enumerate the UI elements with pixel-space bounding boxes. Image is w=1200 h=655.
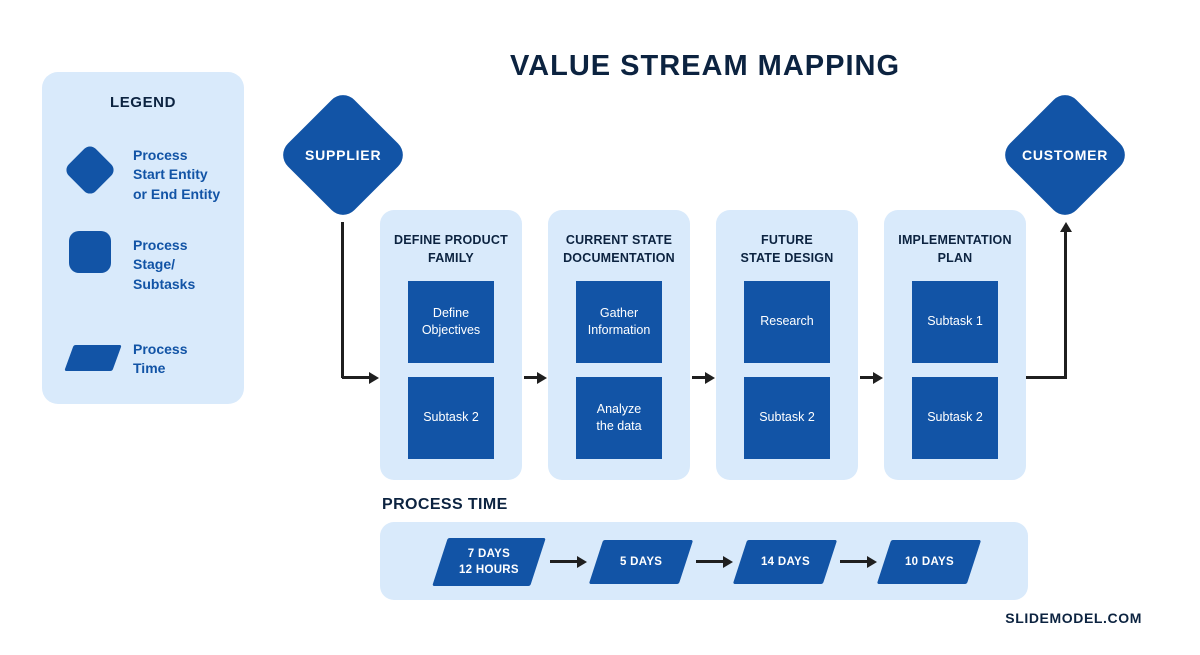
stage3-to-stage4-arrow	[860, 376, 874, 379]
subtask-box: Analyze the data	[576, 377, 662, 459]
parallelogram-icon	[64, 345, 122, 371]
duration1-to-duration2-arrow	[550, 560, 578, 563]
process-time-label: PROCESS TIME	[382, 496, 508, 513]
legend-item-start-end-label: Process Start Entity or End Entity	[133, 147, 221, 202]
stage2-to-stage3-arrow	[692, 376, 706, 379]
subtask-box: Define Objectives	[408, 281, 494, 363]
supplier-diamond: SUPPLIER	[276, 88, 410, 222]
stage-title: IMPLEMENTATION PLAN	[898, 233, 1012, 266]
stage4-connector-horizontal-line	[1026, 376, 1066, 379]
stage-column-future-state-design: FUTURE STATE DESIGN Research Subtask 2	[716, 210, 858, 480]
stage-column-define-product-family: DEFINE PRODUCT FAMILY Define Objectives …	[380, 210, 522, 480]
stage-title: DEFINE PRODUCT FAMILY	[394, 233, 508, 266]
stage-title: FUTURE STATE DESIGN	[740, 233, 834, 266]
duration-label: 14 DAYS	[760, 555, 810, 568]
supplier-label: SUPPLIER	[304, 146, 382, 163]
duration-label: 10 DAYS	[904, 555, 954, 568]
legend-item-time-label: Process Time	[133, 341, 188, 377]
legend-title: LEGEND	[109, 94, 177, 111]
stage-column-current-state-documentation: CURRENT STATE DOCUMENTATION Gather Infor…	[548, 210, 690, 480]
duration3-to-duration4-arrow	[840, 560, 868, 563]
legend-panel: LEGEND Process Start Entity or End Entit…	[42, 72, 244, 404]
legend-item-stage-label: Process Stage/ Subtasks	[133, 237, 196, 292]
duration-label: 5 DAYS	[619, 555, 663, 568]
stage-column-implementation-plan: IMPLEMENTATION PLAN Subtask 1 Subtask 2	[884, 210, 1026, 480]
page-title: VALUE STREAM MAPPING	[509, 50, 901, 82]
supplier-connector-vertical-line	[341, 222, 344, 378]
duration-parallelogram: 7 DAYS 12 HOURS	[432, 538, 546, 586]
duration-parallelogram: 10 DAYS	[876, 540, 982, 584]
duration-parallelogram: 14 DAYS	[732, 540, 838, 584]
duration-label: 7 DAYS 12 HOURS	[459, 547, 519, 576]
diamond-icon	[63, 143, 117, 197]
subtask-box: Subtask 2	[912, 377, 998, 459]
subtask-box: Gather Information	[576, 281, 662, 363]
supplier-to-stage1-arrow	[342, 376, 370, 379]
subtask-box: Research	[744, 281, 830, 363]
customer-label: CUSTOMER	[1021, 146, 1109, 163]
stage-title: CURRENT STATE DOCUMENTATION	[563, 233, 675, 266]
duration-parallelogram: 5 DAYS	[588, 540, 694, 584]
brand-watermark: SLIDEMODEL.COM	[1005, 610, 1142, 626]
duration2-to-duration3-arrow	[696, 560, 724, 563]
stage4-to-customer-arrow	[1064, 231, 1067, 379]
customer-diamond: CUSTOMER	[998, 88, 1132, 222]
subtask-box: Subtask 1	[912, 281, 998, 363]
rounded-square-icon	[69, 231, 111, 273]
stage1-to-stage2-arrow	[524, 376, 538, 379]
subtask-box: Subtask 2	[408, 377, 494, 459]
subtask-box: Subtask 2	[744, 377, 830, 459]
